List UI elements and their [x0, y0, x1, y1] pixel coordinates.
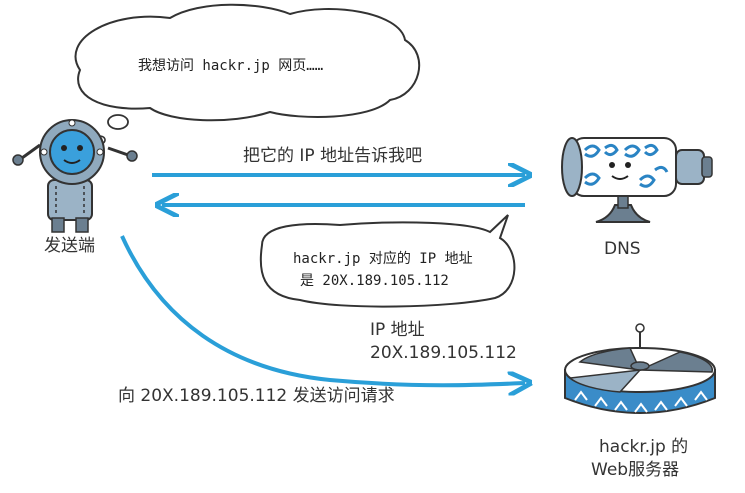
dns-label: DNS [604, 239, 641, 259]
ip-label-line1: IP 地址 [370, 320, 425, 340]
sender-robot-icon [12, 119, 138, 233]
dns-reply-text-line1: hackr.jp 对应的 IP 地址 [293, 251, 473, 267]
web-server-label-line2: Web服务器 [591, 460, 680, 480]
dns-reply-text-line2: 是 20X.189.105.112 [300, 273, 449, 289]
thought-text: 我想访问 hackr.jp 网页…… [138, 58, 324, 74]
thought-bubble [74, 3, 421, 145]
ask-dns-label: 把它的 IP 地址告诉我吧 [243, 146, 423, 166]
arrow-request-web [120, 235, 525, 385]
dns-server-icon [561, 137, 713, 223]
web-server-icon [564, 323, 716, 414]
request-label: 向 20X.189.105.112 发送访问请求 [118, 386, 395, 406]
ip-label-line2: 20X.189.105.112 [370, 343, 517, 363]
dns-reply-bubble [259, 214, 516, 308]
web-server-label-line1: hackr.jp 的 [599, 437, 689, 457]
sender-label: 发送端 [44, 236, 95, 256]
